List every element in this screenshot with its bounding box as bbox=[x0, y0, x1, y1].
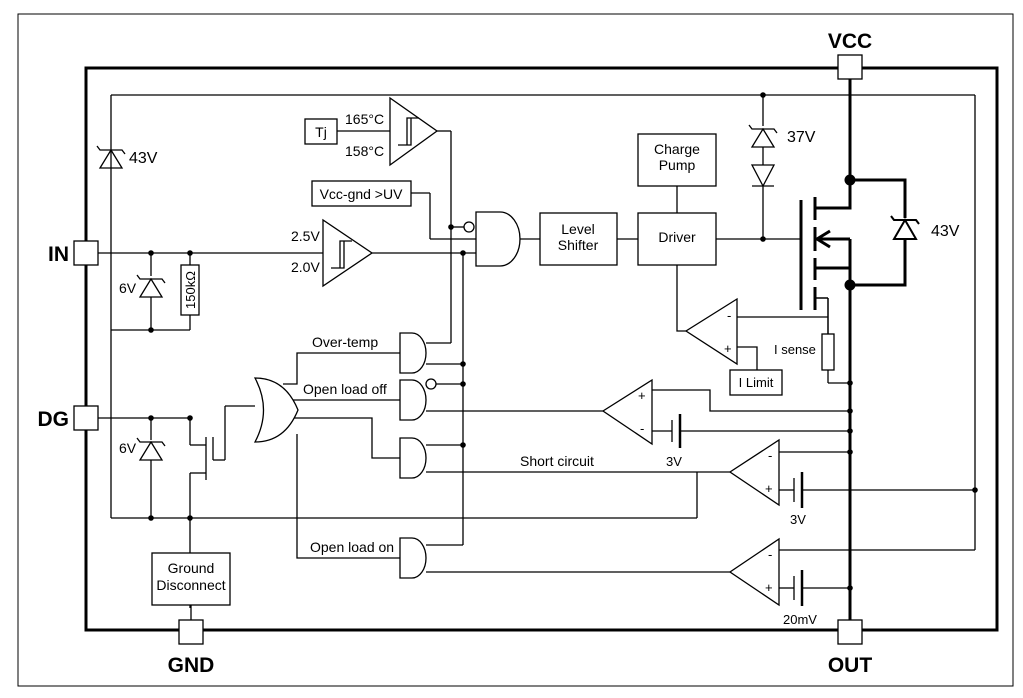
junction-dot bbox=[187, 515, 193, 521]
i-limit-block bbox=[729, 369, 783, 396]
open-load-on-comparator bbox=[728, 537, 780, 607]
vcc-clamp-zener-label: 37V bbox=[787, 129, 816, 146]
short-circuit-comparator bbox=[728, 438, 780, 507]
open-load-on-minus: - bbox=[768, 547, 772, 562]
short-circuit-and-gate bbox=[399, 437, 427, 479]
i-sense-label: I sense bbox=[774, 342, 816, 357]
current-limit-plus-wire bbox=[737, 346, 758, 370]
power-mosfet bbox=[799, 180, 852, 334]
charge-pump-label-2: Pump bbox=[659, 157, 696, 173]
out-pin-label: OUT bbox=[828, 654, 873, 677]
out-pin[interactable] bbox=[837, 619, 863, 645]
input-comparator bbox=[322, 218, 374, 288]
junction-dot bbox=[847, 408, 853, 414]
in-pin-label: IN bbox=[48, 243, 69, 266]
open-load-off-comparator bbox=[601, 378, 653, 446]
open-load-off-minus: - bbox=[640, 421, 644, 436]
current-limit-out-wire bbox=[676, 265, 686, 332]
dg-zener-label: 6V bbox=[119, 440, 137, 456]
short-circuit-out-wire bbox=[283, 417, 400, 459]
tj-label: Tj bbox=[315, 124, 327, 140]
ground-disconnect-label-1: Ground bbox=[168, 560, 215, 576]
input-hysteresis-icon bbox=[331, 240, 352, 269]
junction-dot bbox=[972, 487, 978, 493]
open-load-off-bubble bbox=[425, 378, 437, 390]
short-circuit-reference bbox=[793, 472, 804, 508]
over-temp-and-gate bbox=[399, 332, 427, 374]
in-clamp-zener-label: 43V bbox=[129, 150, 158, 167]
mosfet-clamp-zener bbox=[890, 215, 920, 240]
mosfet-clamp-wire bbox=[850, 178, 907, 218]
open-load-on-label: Open load on bbox=[310, 539, 394, 555]
short-circuit-plus: + bbox=[765, 481, 773, 496]
in-pin[interactable] bbox=[73, 240, 99, 266]
open-load-on-out-wire bbox=[296, 434, 400, 559]
thermal-comparator bbox=[389, 96, 439, 167]
open-load-on-ref-label: 20mV bbox=[783, 612, 817, 627]
open-load-off-plus: + bbox=[638, 388, 646, 403]
vcc-clamp-diode bbox=[750, 164, 776, 188]
i-sense-resistor bbox=[821, 333, 835, 371]
short-circuit-minus: - bbox=[768, 448, 772, 463]
junction-dot bbox=[148, 327, 154, 333]
open-load-off-ref-label: 3V bbox=[666, 454, 682, 469]
dg-zener bbox=[136, 437, 166, 461]
uv-block bbox=[311, 180, 412, 207]
thermal-hysteresis-icon bbox=[398, 117, 419, 146]
over-temp-label: Over-temp bbox=[312, 334, 378, 350]
gnd-pin-label: GND bbox=[168, 654, 215, 677]
main-and-gate bbox=[475, 211, 521, 267]
junction-dot bbox=[148, 515, 154, 521]
driver-label: Driver bbox=[658, 229, 696, 245]
short-circuit-ref-label: 3V bbox=[790, 512, 806, 527]
chip-boundary bbox=[84, 66, 999, 632]
uv-label: Vcc-gnd >UV bbox=[320, 186, 404, 202]
gnd-pin[interactable] bbox=[178, 619, 204, 645]
junction-dot bbox=[847, 428, 853, 434]
over-temp-out-wire bbox=[283, 352, 400, 385]
current-limit-amplifier bbox=[684, 297, 738, 366]
dg-pin[interactable] bbox=[73, 405, 99, 431]
level-shifter-label-2: Shifter bbox=[558, 237, 599, 253]
in-low-label: 2.0V bbox=[291, 259, 320, 275]
ground-disconnect-block bbox=[151, 552, 231, 606]
charge-pump-block bbox=[637, 133, 717, 187]
open-load-off-plus-wire bbox=[652, 389, 850, 412]
temp-low-label: 158°C bbox=[345, 143, 384, 159]
open-load-on-reference bbox=[793, 570, 804, 606]
mosfet-clamp-wire bbox=[850, 239, 907, 287]
in-clamp-zener bbox=[96, 145, 126, 169]
open-load-on-plus: + bbox=[765, 580, 773, 595]
junction-dot bbox=[847, 585, 853, 591]
charge-pump-label-1: Charge bbox=[654, 141, 700, 157]
ground-disconnect-label-2: Disconnect bbox=[156, 577, 225, 593]
open-load-off-and-gate bbox=[399, 379, 427, 421]
i-limit-label: I Limit bbox=[739, 375, 774, 390]
open-load-on-and-gate bbox=[399, 537, 427, 579]
vcc-clamp-zener bbox=[748, 124, 778, 148]
current-limit-plus: + bbox=[724, 341, 732, 356]
outer-frame bbox=[17, 13, 1014, 687]
open-load-off-reference bbox=[671, 414, 682, 448]
in-zener-label: 6V bbox=[119, 280, 137, 296]
dg-pin-label: DG bbox=[38, 408, 70, 431]
in-zener bbox=[136, 274, 166, 298]
level-shifter-label-1: Level bbox=[561, 221, 594, 237]
and-inverting-bubble bbox=[463, 221, 475, 233]
open-load-off-label: Open load off bbox=[303, 381, 387, 397]
temp-high-label: 165°C bbox=[345, 111, 384, 127]
mosfet-clamp-zener-label: 43V bbox=[931, 223, 960, 240]
vcc-pin[interactable] bbox=[837, 54, 863, 80]
junction-dot bbox=[847, 449, 853, 455]
current-limit-minus: - bbox=[727, 308, 731, 323]
short-circuit-label: Short circuit bbox=[520, 453, 594, 469]
junction-dot bbox=[847, 380, 853, 386]
in-high-label: 2.5V bbox=[291, 228, 320, 244]
diagnostic-or-gate bbox=[253, 377, 299, 443]
resistor-label: 150kΩ bbox=[183, 271, 198, 309]
vcc-pin-label: VCC bbox=[828, 30, 872, 53]
level-shifter-block bbox=[539, 212, 618, 266]
